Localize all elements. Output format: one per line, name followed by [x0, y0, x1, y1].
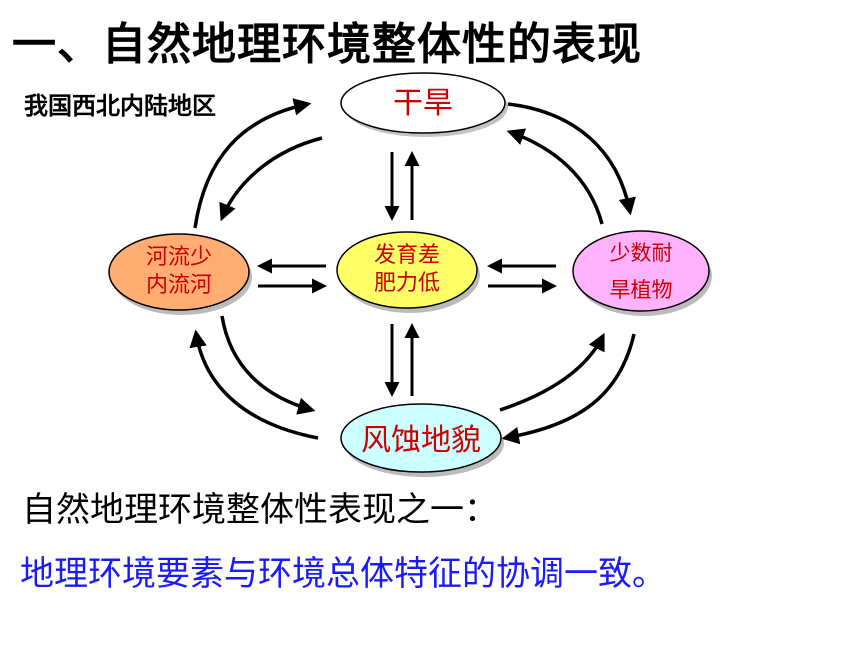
conclusion-line-1: 自然地理环境整体性表现之一：	[22, 490, 498, 530]
region-label: 我国西北内陆地区	[24, 92, 216, 120]
cycle-arrows	[189, 98, 636, 445]
node-center-line2: 肥力低	[374, 271, 440, 296]
arrow-top-to-left	[219, 136, 323, 222]
arrow-right-to-top	[506, 128, 604, 225]
node-top-label: 干旱	[393, 86, 453, 121]
page-title: 一、自然地理环境整体性的表现	[12, 19, 642, 70]
node-center: 发育差 肥力低	[336, 231, 480, 313]
arrow-top-to-right	[507, 102, 636, 216]
arrow-left-to-bottom	[220, 315, 316, 415]
node-right: 少数耐 旱植物	[572, 230, 712, 316]
arrow-right-to-bottom	[501, 333, 636, 445]
node-right-line2: 旱植物	[610, 278, 673, 302]
conclusion-line-2: 地理环境要素与环境总体特征的协调一致。	[20, 554, 666, 594]
node-left: 河流少 内流河	[108, 233, 252, 315]
arrow-bottom-to-left	[189, 329, 319, 440]
straight-arrows	[257, 151, 557, 397]
node-left-line2: 内流河	[146, 273, 212, 298]
node-right-line1: 少数耐	[610, 241, 673, 265]
node-bottom-label: 风蚀地貌	[361, 423, 481, 458]
node-center-line1: 发育差	[374, 243, 440, 268]
arrow-bottom-to-right	[499, 332, 605, 412]
arrow-left-to-top	[193, 98, 312, 229]
node-top: 干旱	[340, 72, 508, 137]
node-left-line1: 河流少	[146, 245, 212, 270]
node-bottom: 风蚀地貌	[340, 403, 504, 477]
